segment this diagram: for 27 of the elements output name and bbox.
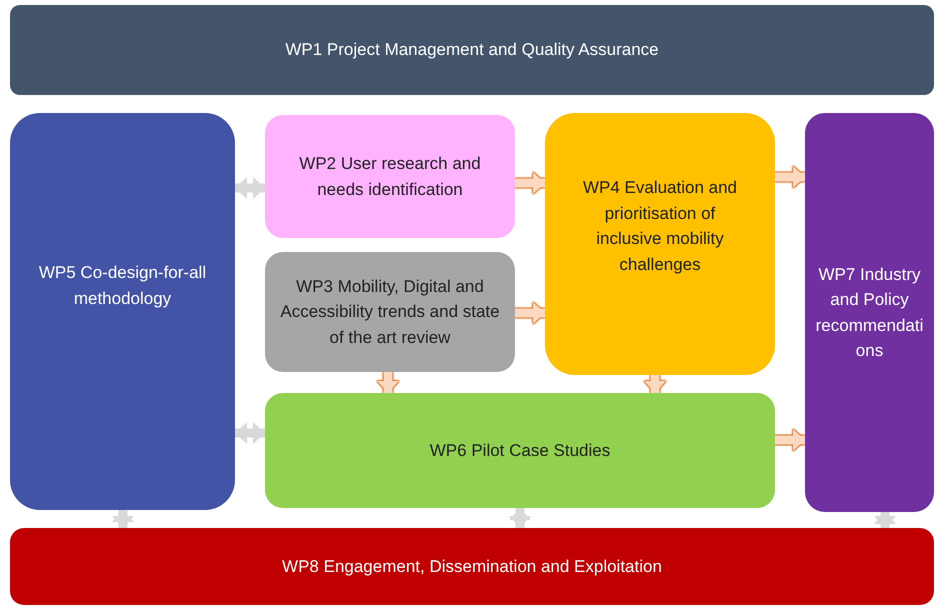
work-package-box: [545, 113, 775, 375]
block-arrow: [515, 302, 545, 324]
block-arrow: [377, 372, 399, 393]
package-label: WP4 Evaluation and prioritisation of inclusive mobility challenges: [582, 177, 738, 276]
work-package-box: [265, 393, 775, 508]
double-arrow: [112, 510, 134, 528]
work-package-box: [265, 115, 515, 238]
block-arrow: [515, 172, 545, 194]
double-arrow: [509, 508, 531, 528]
work-package-box: [10, 113, 235, 510]
package-label: WP7 Industry and Policy recommendations: [814, 264, 924, 362]
work-package-box: [265, 252, 515, 372]
package-label: WP5 Co-design-for-all methodology: [38, 262, 208, 310]
package-label: WP8 Engagement, Dissemination and Exploitation: [282, 556, 662, 578]
block-arrow: [775, 166, 805, 188]
package-label: WP6 Pilot Case Studies: [430, 440, 610, 462]
double-arrow: [235, 422, 265, 444]
work-package-box: [10, 528, 934, 605]
double-arrow: [235, 177, 265, 199]
block-arrow: [644, 375, 666, 393]
package-label: WP1 Project Management and Quality Assurance: [285, 39, 659, 62]
work-package-box: [10, 5, 934, 95]
package-label: WP2 User research and needs identification: [298, 153, 482, 200]
work-package-box: [805, 113, 934, 512]
package-label: WP3 Mobility, Digital and Accessibility trends and state of the art review: [279, 276, 501, 349]
double-arrow: [874, 512, 896, 528]
block-arrow: [775, 429, 805, 451]
